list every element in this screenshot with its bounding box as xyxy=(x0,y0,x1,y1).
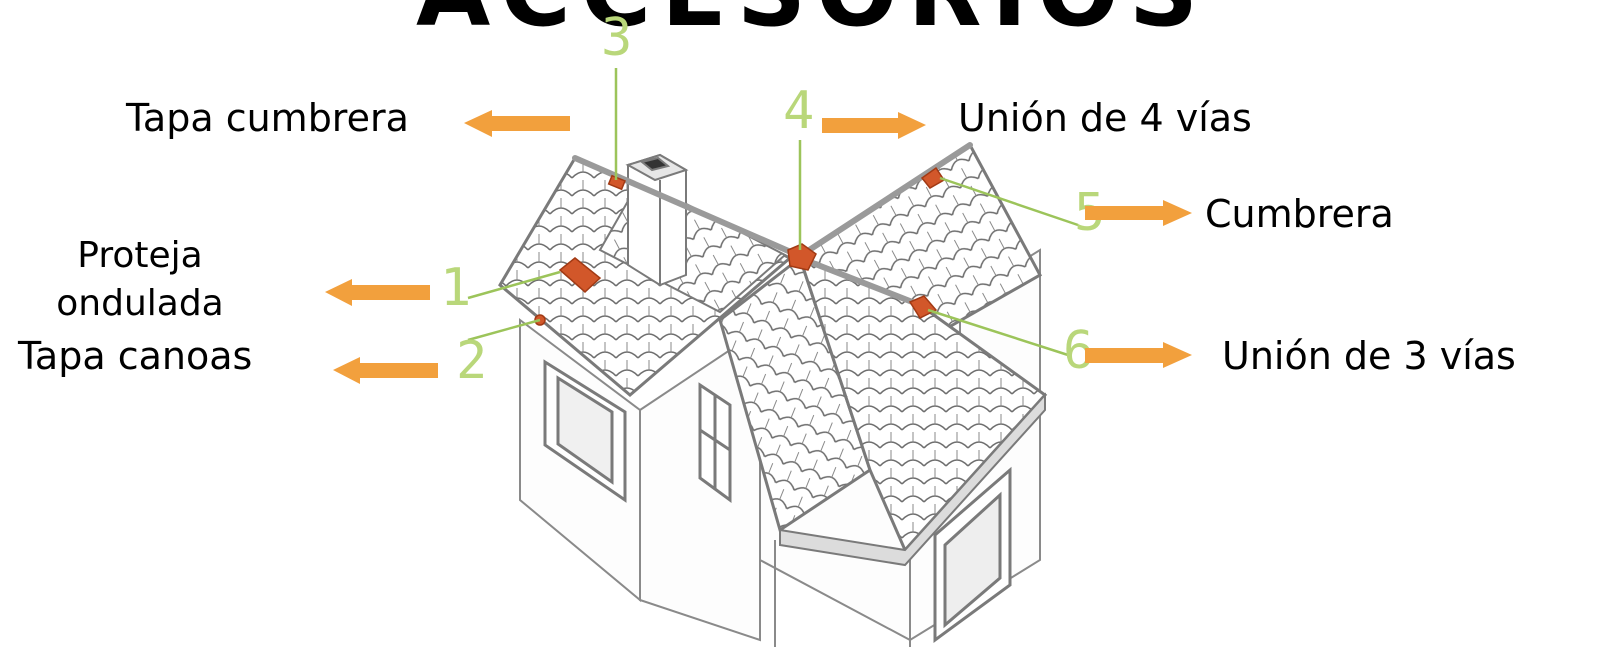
label-proteja-ondulada: Proteja ondulada xyxy=(30,232,250,328)
callout-number-2: 2 xyxy=(456,331,487,391)
label-tapa-cumbrera: Tapa cumbrera xyxy=(126,96,409,140)
callout-number-3: 3 xyxy=(601,8,632,68)
label-proteja-line1: Proteja xyxy=(30,232,250,280)
label-proteja-line2: ondulada xyxy=(30,280,250,328)
label-union-3-vias: Unión de 3 vías xyxy=(1222,334,1516,378)
arrow-union-4-vias xyxy=(822,112,926,139)
arrow-union-3-vias xyxy=(1085,342,1192,368)
arrow-proteja-ondulada xyxy=(325,279,430,306)
arrow-tapa-canoas xyxy=(333,357,438,384)
label-cumbrera: Cumbrera xyxy=(1205,192,1394,236)
callout-number-4: 4 xyxy=(783,81,814,141)
chimney xyxy=(628,155,686,285)
arrow-tapa-cumbrera xyxy=(464,110,570,137)
label-tapa-canoas: Tapa canoas xyxy=(18,334,252,378)
label-union-4-vias: Unión de 4 vías xyxy=(958,96,1252,140)
callout-number-1: 1 xyxy=(440,258,471,318)
